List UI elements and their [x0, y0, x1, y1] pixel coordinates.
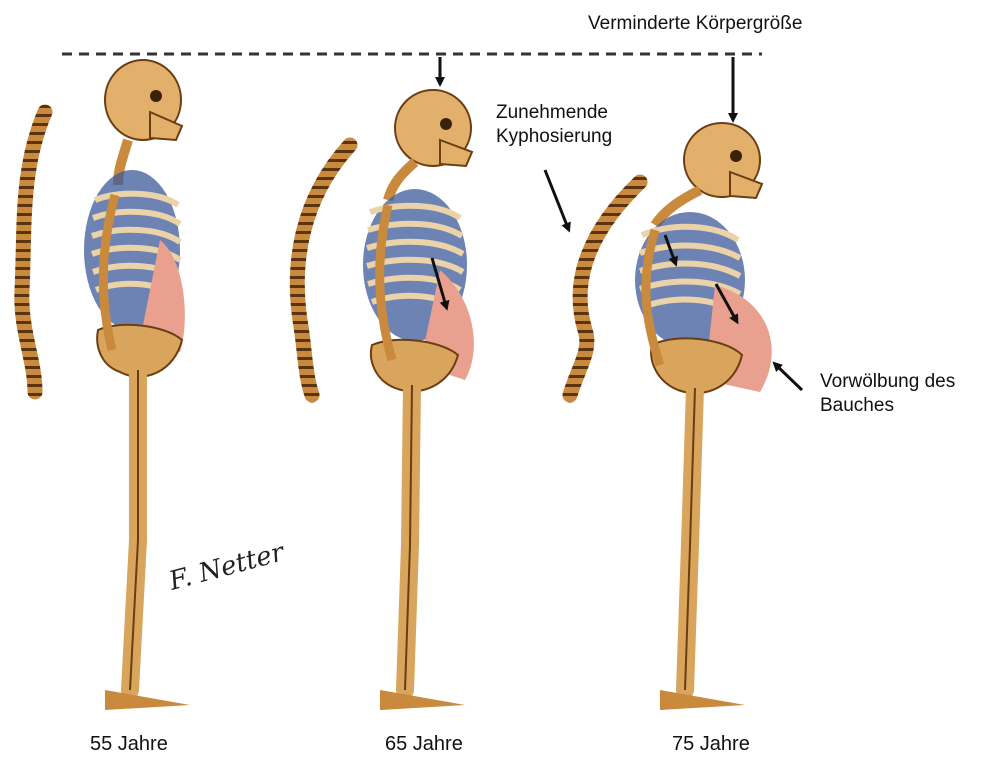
kyphosis-label-line-2: Kyphosierung: [496, 125, 612, 149]
skeleton-figure-65: [363, 90, 474, 710]
belly-label-line-1: Vorwölbung des: [820, 370, 955, 394]
skeleton-figure-75: [635, 123, 772, 710]
belly-arrow: [776, 365, 802, 390]
belly-label: Vorwölbung des Bauches: [820, 370, 955, 418]
svg-text:F. Netter: F. Netter: [165, 537, 289, 597]
diagram-title: Verminderte Körpergröße: [588, 12, 802, 36]
spine-illustration-65: [297, 145, 350, 395]
artist-signature: F. Netter: [165, 537, 289, 597]
kyphosis-label-line-1: Zunehmende: [496, 101, 612, 125]
spine-illustration-55: [22, 112, 45, 392]
kyphosis-label: Zunehmende Kyphosierung: [496, 101, 612, 149]
belly-label-line-2: Bauches: [820, 394, 955, 418]
age-label-65: 65 Jahre: [385, 733, 463, 756]
age-label-75: 75 Jahre: [672, 733, 750, 756]
age-label-55: 55 Jahre: [90, 733, 168, 756]
spine-illustration-75: [570, 182, 640, 395]
kyphosis-arrow: [545, 170, 568, 228]
skeleton-figure-55: [84, 60, 190, 710]
